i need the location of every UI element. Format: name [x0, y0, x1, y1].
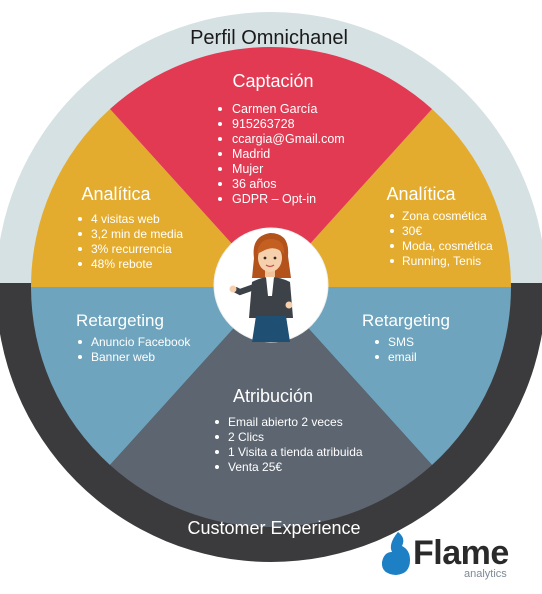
header-title: Perfil Omnichanel: [190, 27, 348, 49]
list-item: Email abierto 2 veces: [215, 415, 343, 429]
segment-captacion: [110, 46, 432, 288]
segment-analitica-left: [30, 109, 271, 287]
list-item: email: [375, 350, 417, 364]
atribucion-item: 2 Clics: [228, 430, 264, 444]
customer-avatar: [213, 227, 329, 343]
flame-analytics-logo: Flame analytics: [378, 530, 528, 590]
analitica-right-item: 30€: [402, 224, 422, 238]
captacion-item: Carmen García: [232, 102, 317, 116]
retargeting-left-title: Retargeting: [76, 311, 164, 330]
flame-icon: [381, 532, 410, 575]
captacion-item: ccargia@Gmail.com: [232, 132, 345, 146]
analitica-left-item: 4 visitas web: [91, 212, 160, 226]
list-item: 3,2 min de media: [78, 227, 183, 241]
analitica-right-title: Analítica: [386, 184, 456, 204]
footer-title: Customer Experience: [187, 518, 360, 538]
analitica-right-item: Zona cosmética: [402, 209, 487, 223]
logo-subtitle: analytics: [464, 568, 507, 580]
list-item: Carmen García: [218, 102, 317, 116]
atribucion-title: Atribución: [233, 386, 313, 406]
analitica-left-item: 48% rebote: [91, 257, 153, 271]
retargeting-right-list: SMS email: [375, 335, 417, 364]
list-item: Anuncio Facebook: [78, 335, 191, 349]
list-item: SMS: [375, 335, 414, 349]
list-item: Banner web: [78, 350, 155, 364]
list-item: 3% recurrencia: [78, 242, 172, 256]
list-item: Zona cosmética: [390, 209, 487, 223]
list-item: Venta 25€: [215, 460, 282, 474]
retargeting-right-item: SMS: [388, 335, 414, 349]
list-item: 48% rebote: [78, 257, 153, 271]
analitica-right-item: Moda, cosmética: [402, 239, 493, 253]
list-item: Madrid: [218, 147, 270, 161]
list-item: 4 visitas web: [78, 212, 160, 226]
list-item: 2 Clics: [215, 430, 264, 444]
segment-analitica-right: [271, 109, 511, 287]
segment-retargeting-left: [30, 287, 271, 465]
list-item: Mujer: [218, 162, 263, 176]
analitica-left-list: 4 visitas web 3,2 min de media 3% recurr…: [78, 212, 183, 271]
captacion-list: Carmen García 915263728 ccargia@Gmail.co…: [218, 102, 345, 206]
retargeting-left-item: Anuncio Facebook: [91, 335, 191, 349]
analitica-left-item: 3,2 min de media: [91, 227, 183, 241]
captacion-item: Mujer: [232, 162, 263, 176]
list-item: Running, Tenis: [390, 254, 481, 268]
retargeting-right-item: email: [388, 350, 417, 364]
segment-atribucion: [110, 287, 432, 528]
analitica-right-item: Running, Tenis: [402, 254, 481, 268]
atribucion-item: 1 Visita a tienda atribuida: [228, 445, 363, 459]
analitica-left-title: Analítica: [81, 184, 151, 204]
retargeting-right-title: Retargeting: [362, 311, 450, 330]
list-item: GDPR – Opt-in: [218, 192, 316, 206]
retargeting-left-item: Banner web: [91, 350, 155, 364]
list-item: ccargia@Gmail.com: [218, 132, 345, 146]
atribucion-list: Email abierto 2 veces 2 Clics 1 Visita a…: [215, 415, 363, 474]
atribucion-item: Venta 25€: [228, 460, 282, 474]
captacion-item: 36 años: [232, 177, 276, 191]
analitica-left-item: 3% recurrencia: [91, 242, 172, 256]
logo-wordmark: Flame: [413, 534, 509, 572]
list-item: 36 años: [218, 177, 276, 191]
captacion-title: Captación: [232, 71, 313, 91]
retargeting-left-list: Anuncio Facebook Banner web: [78, 335, 191, 364]
list-item: 915263728: [218, 117, 295, 131]
list-item: 1 Visita a tienda atribuida: [215, 445, 363, 459]
analitica-right-list: Zona cosmética 30€ Moda, cosmética Runni…: [390, 209, 493, 268]
segment-retargeting-right: [271, 287, 512, 465]
captacion-item: 915263728: [232, 117, 295, 131]
list-item: Moda, cosmética: [390, 239, 493, 253]
list-item: 30€: [390, 224, 422, 238]
captacion-item: Madrid: [232, 147, 270, 161]
captacion-item: GDPR – Opt-in: [232, 192, 316, 206]
atribucion-item: Email abierto 2 veces: [228, 415, 343, 429]
